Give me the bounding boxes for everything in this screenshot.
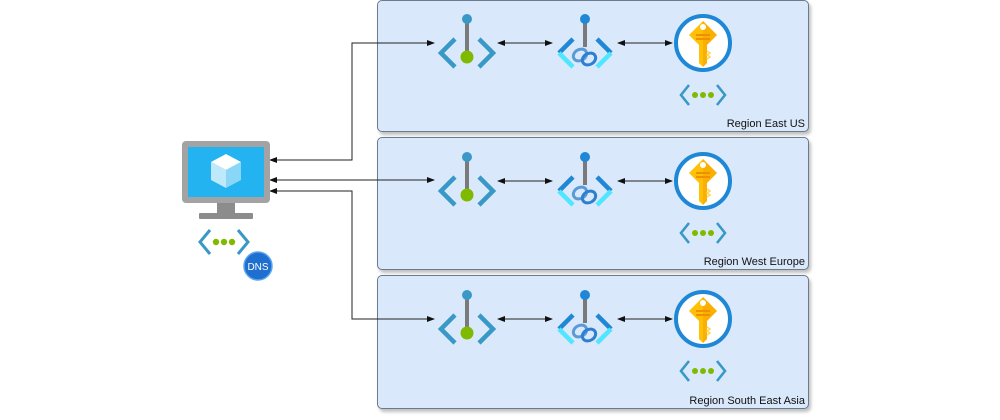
region-label: Region East US xyxy=(726,118,805,130)
private-endpoint-small-icon-west-europe[interactable] xyxy=(679,221,727,245)
private-link-icon-east-us[interactable] xyxy=(555,11,615,75)
private-link-icon-west-europe[interactable] xyxy=(555,149,615,213)
region-label: Region West Europe xyxy=(703,256,805,268)
private-endpoint-icon-east-us[interactable] xyxy=(437,11,497,75)
region-label: Region South East Asia xyxy=(689,395,805,407)
private-endpoint-icon-south-east-asia[interactable] xyxy=(437,287,497,351)
private-dns-zone-icon[interactable]: DNS xyxy=(198,228,280,282)
virtual-machine-icon[interactable] xyxy=(181,140,271,222)
dns-badge-label: DNS xyxy=(247,262,268,273)
private-endpoint-icon-west-europe[interactable] xyxy=(437,149,497,213)
private-endpoint-small-icon-east-us[interactable] xyxy=(679,83,727,107)
region-west-europe[interactable]: Region West Europe xyxy=(377,137,809,270)
key-vault-icon-west-europe[interactable] xyxy=(673,151,733,211)
private-link-icon-south-east-asia[interactable] xyxy=(555,287,615,351)
key-vault-icon-east-us[interactable] xyxy=(673,13,733,73)
region-east-us[interactable]: Region East US xyxy=(377,0,809,132)
key-vault-icon-south-east-asia[interactable] xyxy=(673,289,733,349)
region-south-east-asia[interactable]: Region South East Asia xyxy=(377,275,809,409)
private-endpoint-small-icon-south-east-asia[interactable] xyxy=(679,359,727,383)
